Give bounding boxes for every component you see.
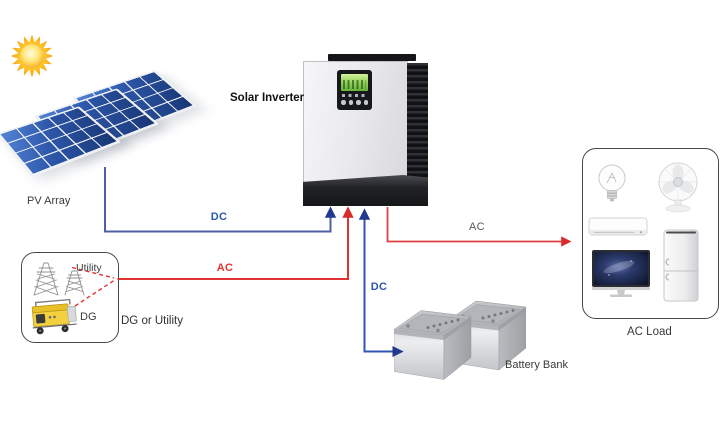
dg-label: DG (80, 311, 97, 323)
sun-icon (10, 34, 54, 78)
dg-or-utility-label: DG or Utility (121, 315, 183, 327)
solar-inverter-image (303, 50, 428, 206)
light-bulb-icon (598, 164, 626, 202)
ac-label-load: AC (469, 221, 485, 233)
fan-icon (658, 162, 698, 213)
heatsink-fins (407, 63, 428, 196)
pv-array-label: PV Array (27, 195, 71, 207)
inverter-buttons (341, 100, 368, 105)
diesel-generator-icon (31, 298, 77, 335)
inverter-lcd-display (341, 74, 368, 91)
transmission-tower-icon (33, 262, 85, 296)
mounting-bracket (328, 54, 416, 61)
inverter-control-panel (337, 70, 372, 110)
monitor-icon (592, 250, 650, 297)
solar-inverter-label: Solar Inverter (230, 92, 305, 104)
air-conditioner-icon (588, 217, 648, 236)
utility-label: Utility (76, 262, 102, 274)
pv-dc-line (104, 167, 337, 233)
inverter-ac-line (386, 207, 572, 247)
utility-dg-box (21, 252, 119, 343)
utility-ac-line (117, 206, 354, 280)
dg-dashed-line (74, 279, 115, 307)
refrigerator-icon (663, 229, 699, 302)
utility-dashed-line (71, 266, 115, 279)
ac-load-label: AC Load (627, 326, 672, 338)
dc-label-pv: DC (210, 211, 228, 223)
inverter-led-indicators (342, 94, 367, 97)
ac-load-box (582, 148, 719, 319)
battery-bank-label: Battery Bank (505, 359, 568, 371)
dc-label-battery: DC (370, 281, 388, 293)
battery-dc-line (358, 208, 404, 358)
ac-label-utility: AC (216, 262, 234, 274)
